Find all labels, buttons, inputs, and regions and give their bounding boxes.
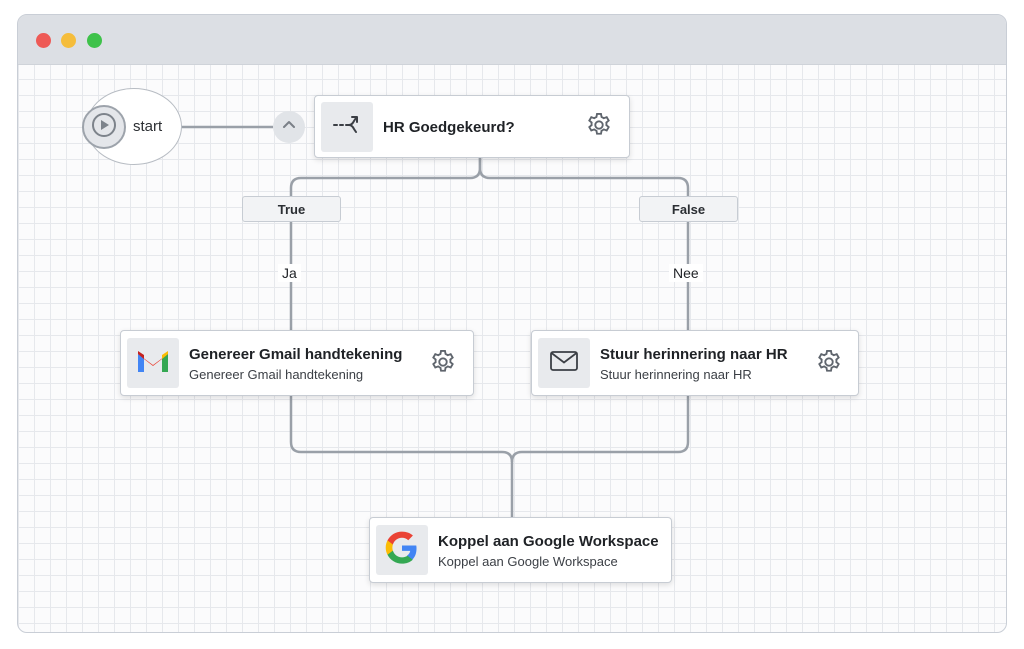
gmail-node[interactable]: Genereer Gmail handtekening Genereer Gma… xyxy=(120,330,474,396)
edge-label-ja: Ja xyxy=(278,264,301,282)
maximize-window-button[interactable] xyxy=(87,33,102,48)
close-window-button[interactable] xyxy=(36,33,51,48)
gmail-node-title: Genereer Gmail handtekening xyxy=(189,346,403,363)
gear-icon xyxy=(429,348,457,381)
gear-icon xyxy=(815,348,843,381)
chevron-up-icon xyxy=(281,117,297,138)
decision-title: HR Goedgekeurd? xyxy=(383,119,515,136)
decision-settings-button[interactable] xyxy=(583,111,615,143)
branch-false-label: False xyxy=(639,196,738,222)
gmail-settings-button[interactable] xyxy=(427,348,459,380)
google-icon-box xyxy=(376,525,428,575)
branch-true-label: True xyxy=(242,196,341,222)
google-node-subtitle: Koppel aan Google Workspace xyxy=(438,554,618,569)
play-button[interactable] xyxy=(82,105,126,149)
google-node[interactable]: Koppel aan Google Workspace Koppel aan G… xyxy=(369,517,672,583)
decision-node[interactable]: HR Goedgekeurd? xyxy=(314,95,630,158)
reminder-node-subtitle: Stuur herinnering naar HR xyxy=(600,367,752,382)
mail-icon xyxy=(549,350,579,377)
gmail-icon xyxy=(136,348,170,379)
google-icon xyxy=(385,531,419,570)
window-titlebar xyxy=(18,15,1006,65)
edge-label-nee: Nee xyxy=(669,264,703,282)
gmail-node-subtitle: Genereer Gmail handtekening xyxy=(189,367,364,382)
reminder-icon-box xyxy=(538,338,590,388)
minimize-window-button[interactable] xyxy=(61,33,76,48)
gear-icon xyxy=(585,111,613,144)
reminder-node[interactable]: Stuur herinnering naar HR Stuur herinner… xyxy=(531,330,859,396)
start-label: start xyxy=(133,118,163,135)
collapse-button[interactable] xyxy=(273,111,305,143)
play-icon xyxy=(91,112,117,143)
decision-icon-box xyxy=(321,102,373,152)
reminder-node-title: Stuur herinnering naar HR xyxy=(600,346,788,363)
gmail-icon-box xyxy=(127,338,179,388)
google-node-title: Koppel aan Google Workspace xyxy=(438,533,659,550)
reminder-settings-button[interactable] xyxy=(813,348,845,380)
branch-icon xyxy=(332,114,362,141)
